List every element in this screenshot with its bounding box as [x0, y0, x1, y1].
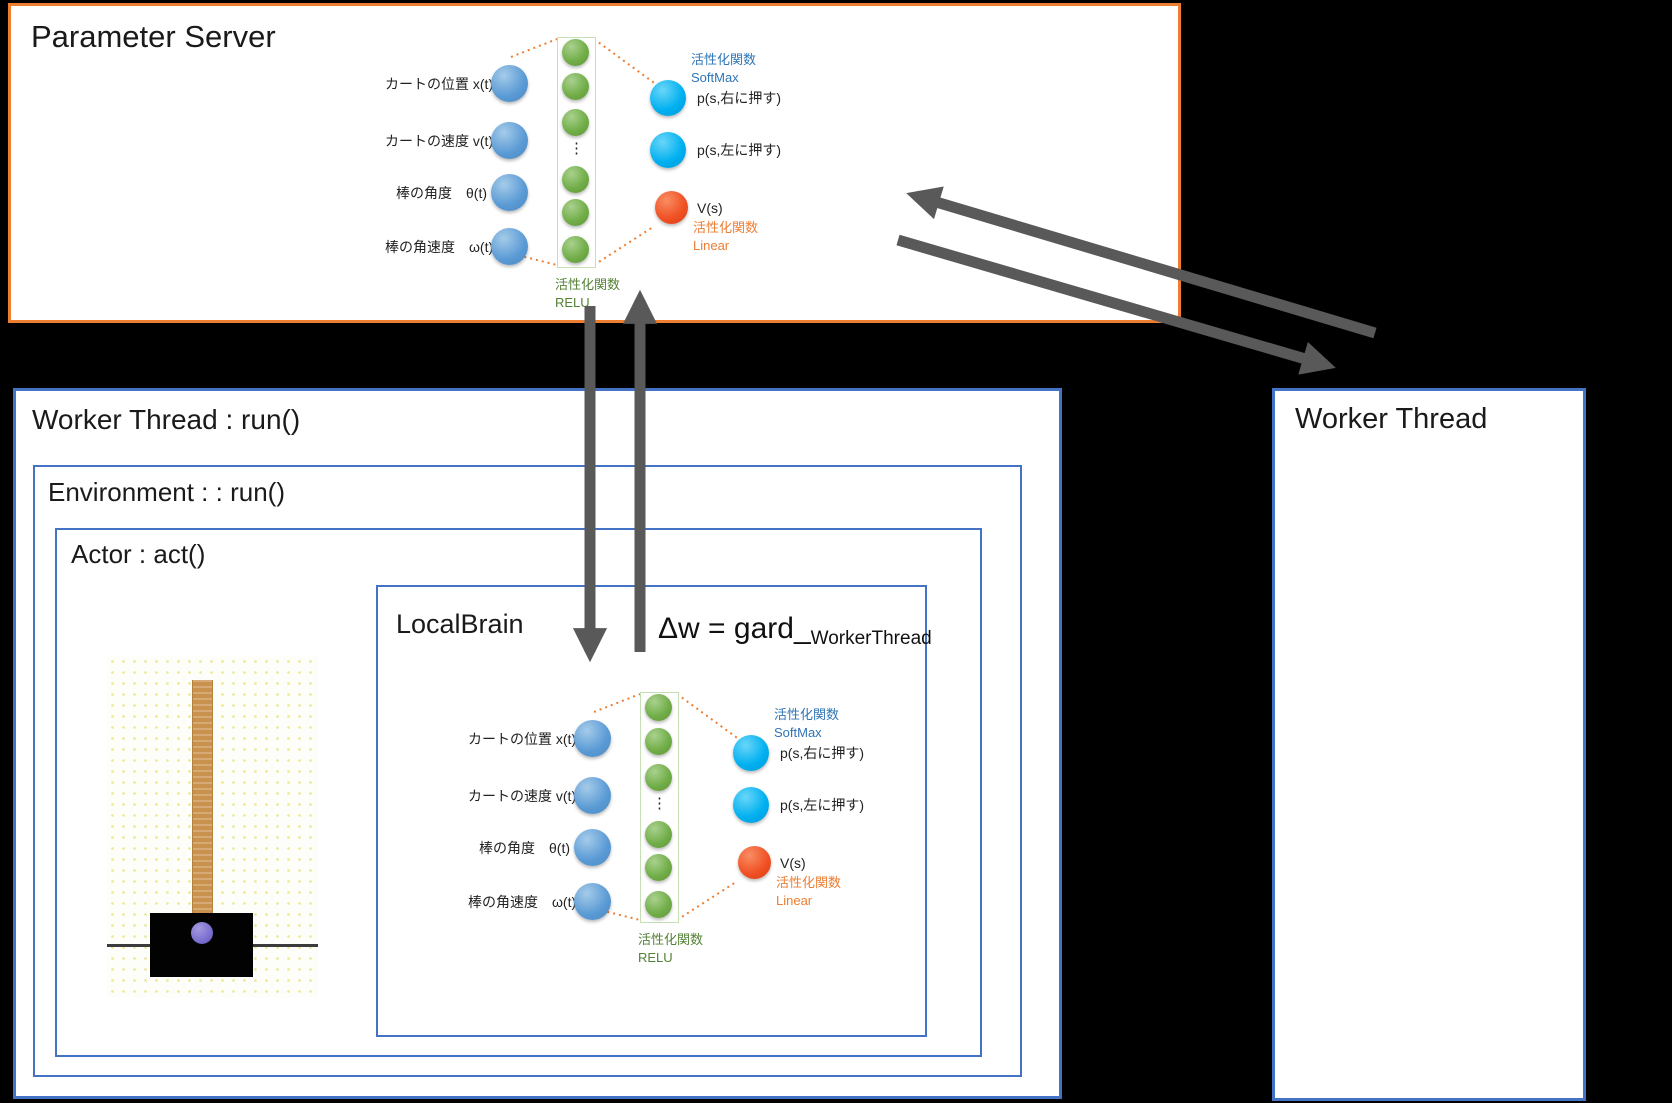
worker-thread-left-title: Worker Thread : run(): [32, 404, 301, 435]
hidden-node: [562, 39, 589, 66]
actor-box: Actor : act(): [55, 528, 982, 1057]
softmax-activation-line1: 活性化関数: [774, 707, 840, 722]
environment-title: Environment : : run(): [48, 477, 285, 507]
output-label-p-left: p(s,左に押す): [780, 797, 864, 813]
softmax-activation-label: 活性化関数 SoftMax: [774, 706, 839, 741]
output-node-p-right: [650, 80, 686, 116]
input-label-cart-velocity: カートの速度 v(t): [385, 133, 494, 149]
neural-network-local-brain: カートの位置 x(t) カートの速度 v(t) 棒の角度 θ(t) 棒の角速度 …: [468, 690, 888, 968]
output-label-value: V(s): [780, 855, 806, 871]
input-node: [491, 228, 528, 265]
linear-activation-line2: Linear: [776, 892, 813, 908]
cartpole-pole: [192, 680, 213, 946]
softmax-activation-line1: 活性化関数: [691, 52, 757, 67]
local-brain-box: LocalBrain: [376, 585, 927, 1037]
output-label-p-right: p(s,右に押す): [697, 90, 781, 106]
hidden-layer-ellipsis: ⋮: [569, 140, 584, 157]
relu-activation-line2: RELU: [555, 294, 590, 310]
softmax-activation-line2: SoftMax: [774, 724, 822, 740]
gradient-formula-main: Δw = gard_: [658, 612, 811, 645]
hidden-node: [562, 236, 589, 263]
worker-thread-right-title: Worker Thread: [1295, 403, 1488, 435]
hidden-node: [645, 821, 672, 848]
input-node: [574, 777, 611, 814]
input-label-cart-position: カートの位置 x(t): [385, 76, 494, 92]
output-label-value: V(s): [697, 200, 723, 216]
input-node: [574, 720, 611, 757]
linear-activation-line1: 活性化関数: [776, 875, 842, 890]
network-connection-lines: [583, 693, 741, 921]
cartpole-image: [107, 656, 318, 998]
relu-activation-line2: RELU: [638, 949, 673, 965]
actor-title: Actor : act(): [71, 539, 206, 569]
input-node: [574, 883, 611, 920]
input-node: [491, 174, 528, 211]
output-node-value: [738, 846, 771, 879]
hidden-node: [562, 166, 589, 193]
hidden-layer-rect: [640, 692, 679, 923]
input-label-pole-angular-velocity: 棒の角速度 ω(t): [385, 239, 494, 255]
linear-activation-label: 活性化関数 Linear: [776, 874, 841, 909]
hidden-node: [645, 891, 672, 918]
input-node: [491, 122, 528, 159]
cartpole-axle: [191, 922, 213, 944]
output-label-p-right: p(s,右に押す): [780, 745, 864, 761]
parameter-server-title: Parameter Server: [31, 19, 276, 54]
hidden-node: [562, 199, 589, 226]
hidden-node: [645, 694, 672, 721]
relu-activation-label: 活性化関数 RELU: [555, 276, 620, 311]
input-node: [574, 829, 611, 866]
input-label-pole-angle: 棒の角度 θ(t): [396, 185, 487, 201]
hidden-node: [645, 764, 672, 791]
softmax-activation-line2: SoftMax: [691, 69, 739, 85]
hidden-node: [562, 109, 589, 136]
output-node-p-right: [733, 735, 769, 771]
input-label-cart-velocity: カートの速度 v(t): [468, 788, 577, 804]
input-label-pole-angular-velocity: 棒の角速度 ω(t): [468, 894, 577, 910]
output-node-value: [655, 191, 688, 224]
hidden-node: [562, 73, 589, 100]
relu-activation-line1: 活性化関数: [638, 932, 704, 947]
input-label-pole-angle: 棒の角度 θ(t): [479, 840, 570, 856]
relu-activation-line1: 活性化関数: [555, 277, 621, 292]
input-label-cart-position: カートの位置 x(t): [468, 731, 577, 747]
softmax-activation-label: 活性化関数 SoftMax: [691, 51, 756, 86]
hidden-layer-ellipsis: ⋮: [652, 795, 667, 812]
hidden-node: [645, 854, 672, 881]
input-node: [491, 65, 528, 102]
environment-box: Environment : : run(): [33, 465, 1022, 1077]
linear-activation-label: 活性化関数 Linear: [693, 219, 758, 254]
output-node-p-left: [650, 132, 686, 168]
relu-activation-label: 活性化関数 RELU: [638, 931, 703, 966]
gradient-formula: Δw = gard_WorkerThread: [658, 612, 932, 649]
worker-thread-right-box: Worker Thread: [1272, 388, 1586, 1101]
hidden-node: [645, 728, 672, 755]
neural-network-parameter-server: カートの位置 x(t) カートの速度 v(t) 棒の角度 θ(t) 棒の角速度 …: [385, 35, 805, 313]
local-brain-title: LocalBrain: [396, 609, 524, 639]
output-node-p-left: [733, 787, 769, 823]
gradient-formula-subscript: WorkerThread: [810, 628, 932, 649]
linear-activation-line1: 活性化関数: [693, 220, 759, 235]
network-connection-lines: [500, 38, 658, 266]
output-label-p-left: p(s,左に押す): [697, 142, 781, 158]
linear-activation-line2: Linear: [693, 237, 730, 253]
